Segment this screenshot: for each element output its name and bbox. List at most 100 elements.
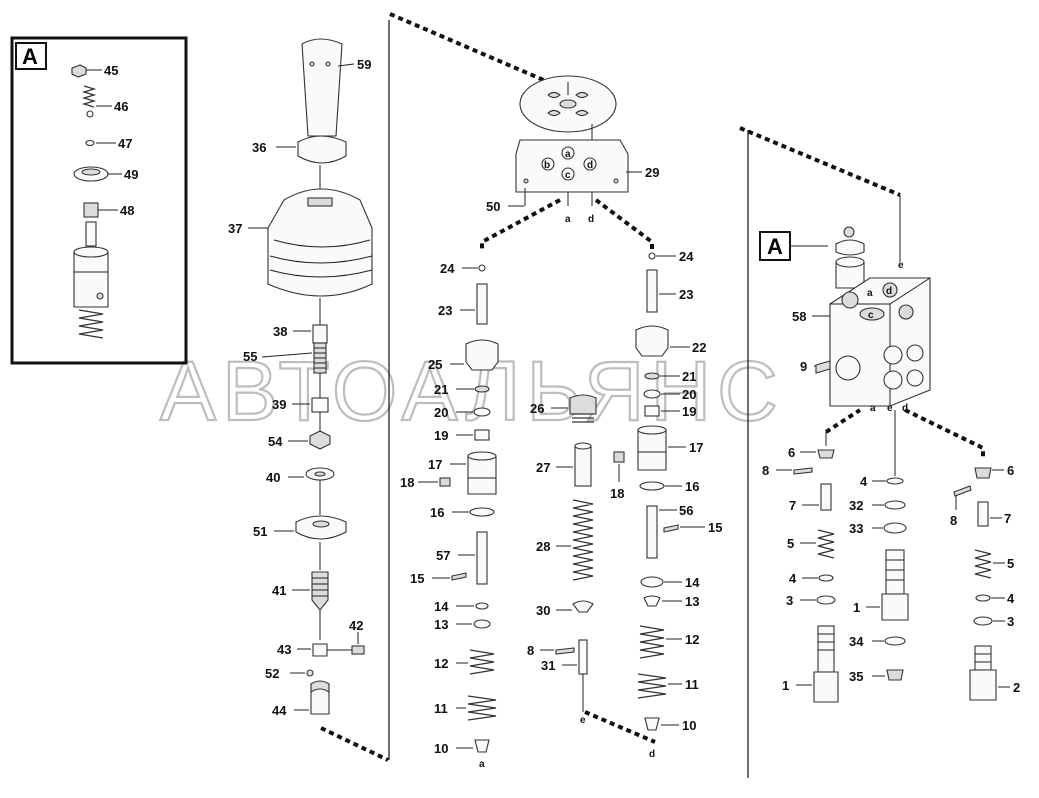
center-spool-stack: 26 27 28 30 8 31 e <box>527 394 597 726</box>
plate-port-d: d <box>588 214 594 225</box>
part-label-44: 44 <box>272 703 287 718</box>
part-label-l14: 14 <box>434 599 449 614</box>
part-label-c30: 30 <box>536 603 550 618</box>
part-label-a6: 6 <box>788 445 795 460</box>
port-letter-a: a <box>565 149 571 160</box>
part-label-r20: 20 <box>682 387 696 402</box>
port-letter-d: d <box>587 160 593 171</box>
part-label-r15: 15 <box>708 520 722 535</box>
part-label-r23: 23 <box>679 287 693 302</box>
part-label-l24: 24 <box>440 261 455 276</box>
part-label-49: 49 <box>124 167 138 182</box>
part-label-a8: 8 <box>762 463 769 478</box>
part-label-l16: 16 <box>430 505 444 520</box>
part-label-e2: 2 <box>1013 680 1020 695</box>
part-label-c28: 28 <box>536 539 550 554</box>
block-port-c: c <box>868 310 874 321</box>
part-label-40: 40 <box>266 470 280 485</box>
part-label-r56: 56 <box>679 503 693 518</box>
part-label-b35: 35 <box>849 669 863 684</box>
part-label-29: 29 <box>645 165 659 180</box>
part-label-c27: 27 <box>536 460 550 475</box>
part-label-42: 42 <box>349 618 363 633</box>
valve-block: A a c d e 58 9 a e d <box>759 195 931 414</box>
valve-stack-right: 6 8 7 5 4 3 2 <box>950 463 1020 701</box>
part-label-a5: 5 <box>787 536 794 551</box>
callout-label: A <box>767 234 783 259</box>
part-label-37: 37 <box>228 221 242 236</box>
part-label-58: 58 <box>792 309 806 324</box>
part-label-9: 9 <box>800 359 807 374</box>
part-label-r11: 11 <box>685 677 699 692</box>
part-label-54: 54 <box>268 434 283 449</box>
part-label-r19: 19 <box>682 404 696 419</box>
part-label-a4: 4 <box>789 571 797 586</box>
part-label-38: 38 <box>273 324 287 339</box>
block-port-e: e <box>898 260 904 271</box>
stack-port-e: e <box>580 715 586 726</box>
part-label-39: 39 <box>272 397 286 412</box>
part-label-52: 52 <box>265 666 279 681</box>
part-label-e7: 7 <box>1004 511 1011 526</box>
part-label-r21: 21 <box>682 369 696 384</box>
part-label-r24: 24 <box>679 249 694 264</box>
part-label-46: 46 <box>114 99 128 114</box>
part-label-l19: 19 <box>434 428 448 443</box>
left-spool-stack: 24 23 25 21 20 19 17 18 16 57 15 14 <box>400 261 499 770</box>
right-spool-stack: 24 23 22 21 20 19 17 18 16 56 15 14 <box>610 249 722 760</box>
part-label-l13: 13 <box>434 617 448 632</box>
part-label-l21: 21 <box>434 382 448 397</box>
part-label-l18: 18 <box>400 475 414 490</box>
part-label-51: 51 <box>253 524 267 539</box>
part-label-b1: 1 <box>853 600 860 615</box>
part-label-l57: 57 <box>436 548 450 563</box>
part-label-l11: 11 <box>434 701 448 716</box>
port-letter-c: c <box>565 170 571 181</box>
part-label-b34: 34 <box>849 634 864 649</box>
part-label-r12: 12 <box>685 632 699 647</box>
part-label-b4: 4 <box>860 474 868 489</box>
part-label-l12: 12 <box>434 656 448 671</box>
part-label-r22: 22 <box>692 340 706 355</box>
part-label-c31: 31 <box>541 658 555 673</box>
part-label-b33: 33 <box>849 521 863 536</box>
part-label-45: 45 <box>104 63 118 78</box>
part-label-47: 47 <box>118 136 132 151</box>
plate-port-a: a <box>565 214 571 225</box>
block-bottom-e: e <box>887 403 893 414</box>
part-label-r13: 13 <box>685 594 699 609</box>
part-label-55: 55 <box>243 349 257 364</box>
inset-label: A <box>22 44 38 69</box>
part-label-l25: 25 <box>428 357 442 372</box>
detail-inset-a: A 45 46 47 49 48 <box>10 36 188 365</box>
part-label-r16: 16 <box>685 479 699 494</box>
part-label-l17: 17 <box>428 457 442 472</box>
port-letter-b: b <box>544 160 550 171</box>
part-label-r10: 10 <box>682 718 696 733</box>
valve-stack-left: 6 8 7 5 4 3 1 <box>762 432 839 703</box>
part-label-43: 43 <box>277 642 291 657</box>
part-label-41: 41 <box>272 583 286 598</box>
part-label-c8: 8 <box>527 643 534 658</box>
part-label-b32: 32 <box>849 498 863 513</box>
part-label-48: 48 <box>120 203 134 218</box>
part-label-a1: 1 <box>782 678 789 693</box>
part-label-e3: 3 <box>1007 614 1014 629</box>
stack-port-a: a <box>479 759 485 770</box>
block-bottom-d: d <box>902 403 908 414</box>
stack-port-d: d <box>649 749 655 760</box>
block-bottom-a: a <box>870 403 876 414</box>
block-port-a: a <box>867 288 873 299</box>
valve-stack-center: 4 32 33 1 34 35 <box>849 410 909 684</box>
pilot-plate-assembly: a b d c 29 50 a d <box>486 75 659 225</box>
part-label-r14: 14 <box>685 575 700 590</box>
part-label-e6: 6 <box>1007 463 1014 478</box>
part-label-36: 36 <box>252 140 266 155</box>
part-label-r18: 18 <box>610 486 624 501</box>
part-label-e8: 8 <box>950 513 957 528</box>
lever-assembly: 59 36 37 38 55 39 54 40 <box>228 38 389 762</box>
part-label-e4: 4 <box>1007 591 1015 606</box>
part-label-59: 59 <box>357 57 371 72</box>
part-label-50: 50 <box>486 199 500 214</box>
